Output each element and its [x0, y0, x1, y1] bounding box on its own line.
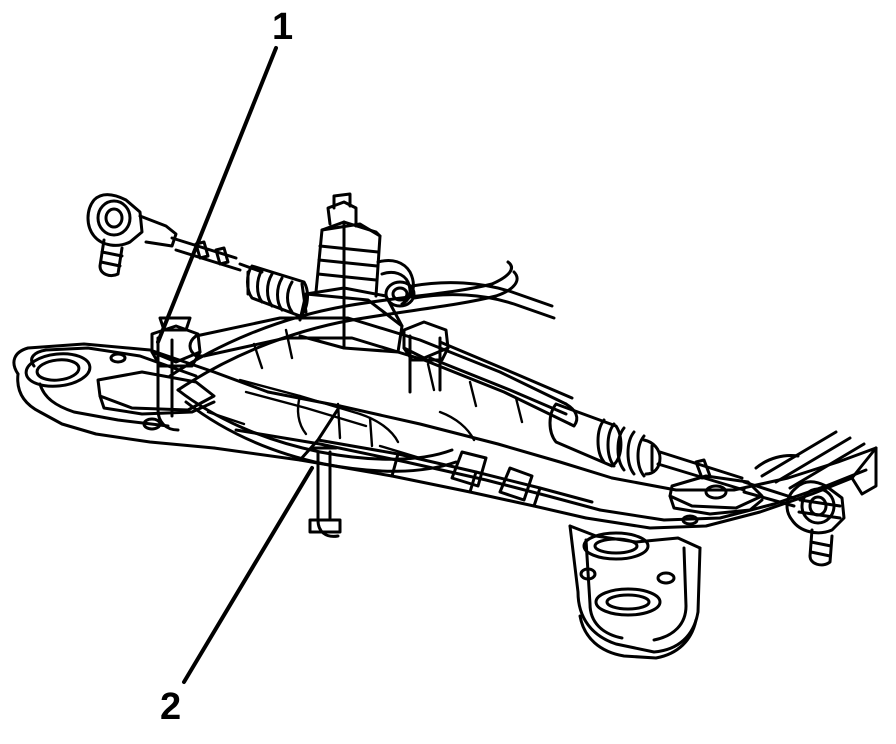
- left-bellows-boot: [246, 264, 309, 318]
- break-lines: [754, 430, 866, 490]
- steering-gear-rack-housing: [188, 286, 579, 428]
- callout-label-2: 2: [160, 686, 182, 728]
- left-tie-rod-assembly: [86, 193, 264, 278]
- callout-label-1: 1: [272, 6, 294, 48]
- callout-leader-lines: [156, 46, 314, 684]
- right-tie-rod-assembly: [656, 450, 846, 567]
- leader-line-2: [182, 466, 314, 684]
- right-bellows-boot: [548, 402, 662, 478]
- leader-line-1: [156, 46, 278, 344]
- front-suspension-crossmember: [12, 342, 878, 660]
- pinion-valve-housing: [314, 192, 556, 320]
- assembly-detail-lines: [206, 328, 524, 460]
